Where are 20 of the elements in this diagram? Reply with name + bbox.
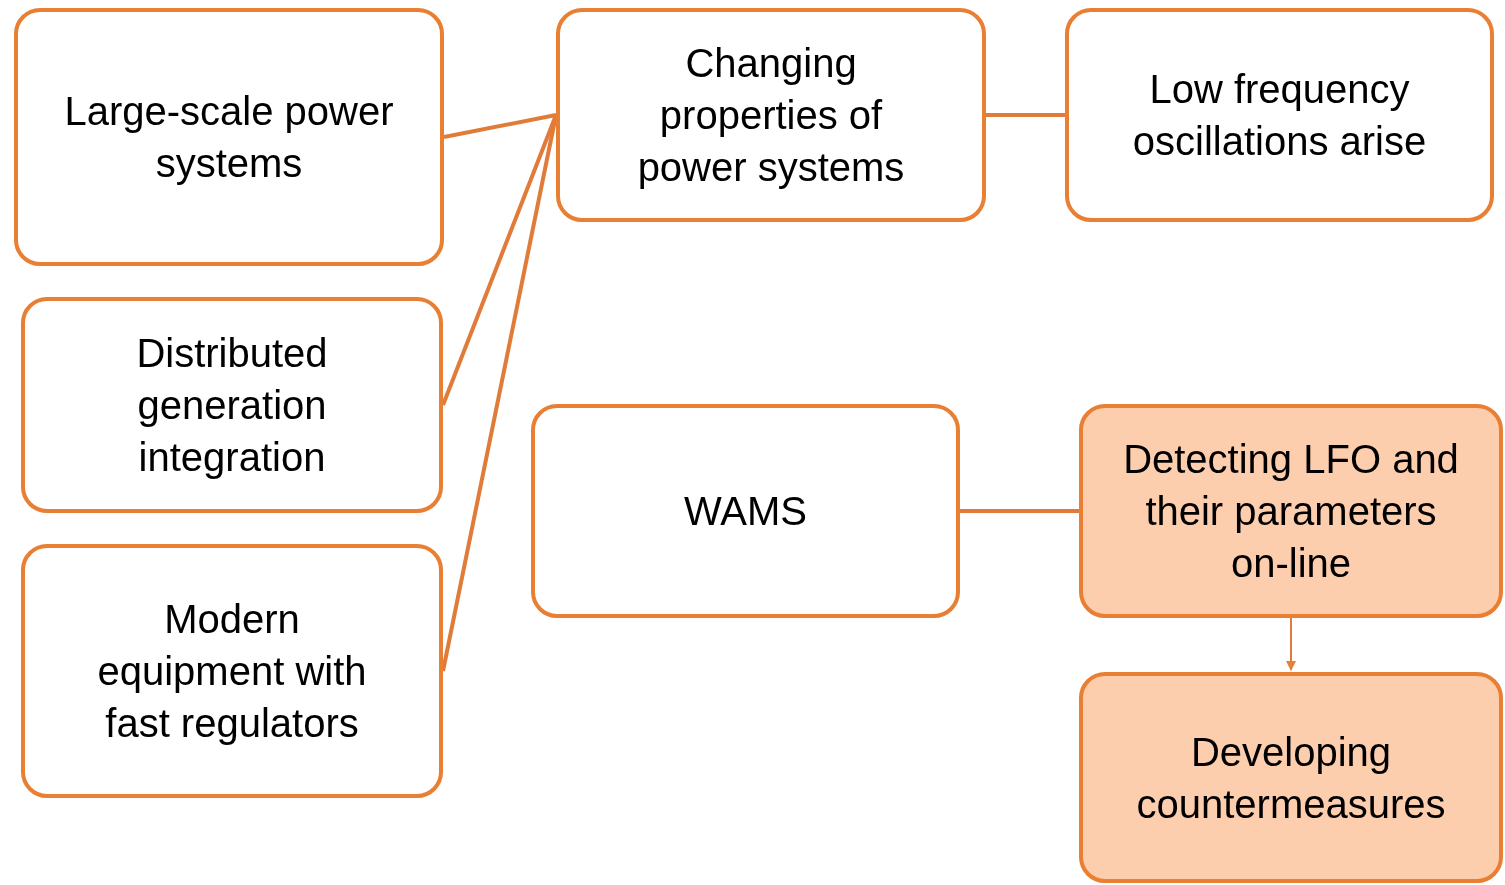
box-label: Changing properties of power systems — [636, 40, 906, 191]
process-box — [556, 8, 986, 222]
box-label: Low frequency oscillations arise — [1131, 66, 1428, 165]
connector-line — [986, 113, 1065, 117]
box-label: WAMS — [684, 488, 807, 535]
process-box — [531, 404, 960, 618]
connector-line — [960, 509, 1079, 513]
process-box — [1065, 8, 1494, 222]
process-box — [21, 544, 443, 798]
arrow — [1286, 617, 1296, 671]
process-box — [21, 297, 443, 513]
box-label: Large-scale power systems — [63, 88, 395, 187]
process-box — [1079, 404, 1503, 618]
process-box — [14, 8, 444, 266]
box-label: Developing countermeasures — [1135, 728, 1447, 828]
process-box — [1079, 672, 1503, 883]
box-label: Modern equipment with fast regulators — [96, 596, 368, 747]
box-label: Distributed generation integration — [135, 330, 329, 481]
connector-line — [443, 113, 557, 139]
box-label: Detecting LFO and their parameters on-line — [1122, 436, 1460, 587]
